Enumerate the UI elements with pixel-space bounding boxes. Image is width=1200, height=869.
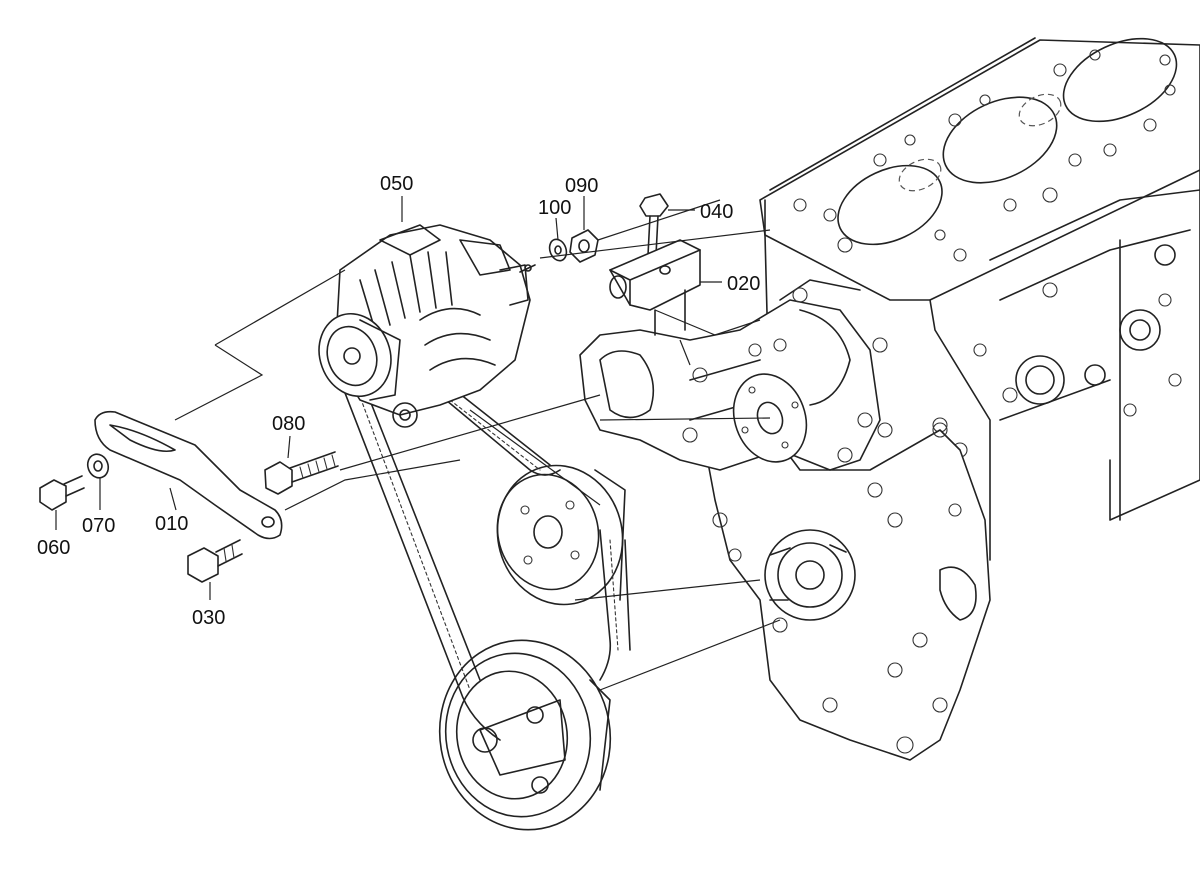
alternator — [318, 224, 536, 428]
bracket-020 — [609, 239, 701, 336]
assembly-lines — [174, 199, 781, 691]
engine-block — [579, 37, 1200, 761]
part-label-070: 070 — [82, 515, 115, 537]
part-label-030: 030 — [192, 607, 225, 629]
washer-100 — [548, 238, 568, 262]
adjusting-arm-010 — [94, 410, 283, 540]
part-label-100: 100 — [538, 197, 571, 219]
part-label-010: 010 — [155, 513, 188, 535]
part-label-040: 040 — [700, 201, 733, 223]
part-label-090: 090 — [565, 175, 598, 197]
part-label-050: 050 — [380, 173, 413, 195]
callout-leaders — [55, 196, 722, 600]
bolt-030 — [187, 539, 243, 583]
fan-pulley — [496, 464, 626, 606]
bolt-080 — [264, 451, 339, 495]
part-label-060: 060 — [37, 537, 70, 559]
part-label-020: 020 — [727, 273, 760, 295]
crankshaft-pulley — [438, 639, 612, 831]
washer-070 — [86, 453, 110, 479]
nut-090 — [569, 229, 599, 263]
part-label-080: 080 — [272, 413, 305, 435]
bolt-060 — [39, 475, 85, 511]
